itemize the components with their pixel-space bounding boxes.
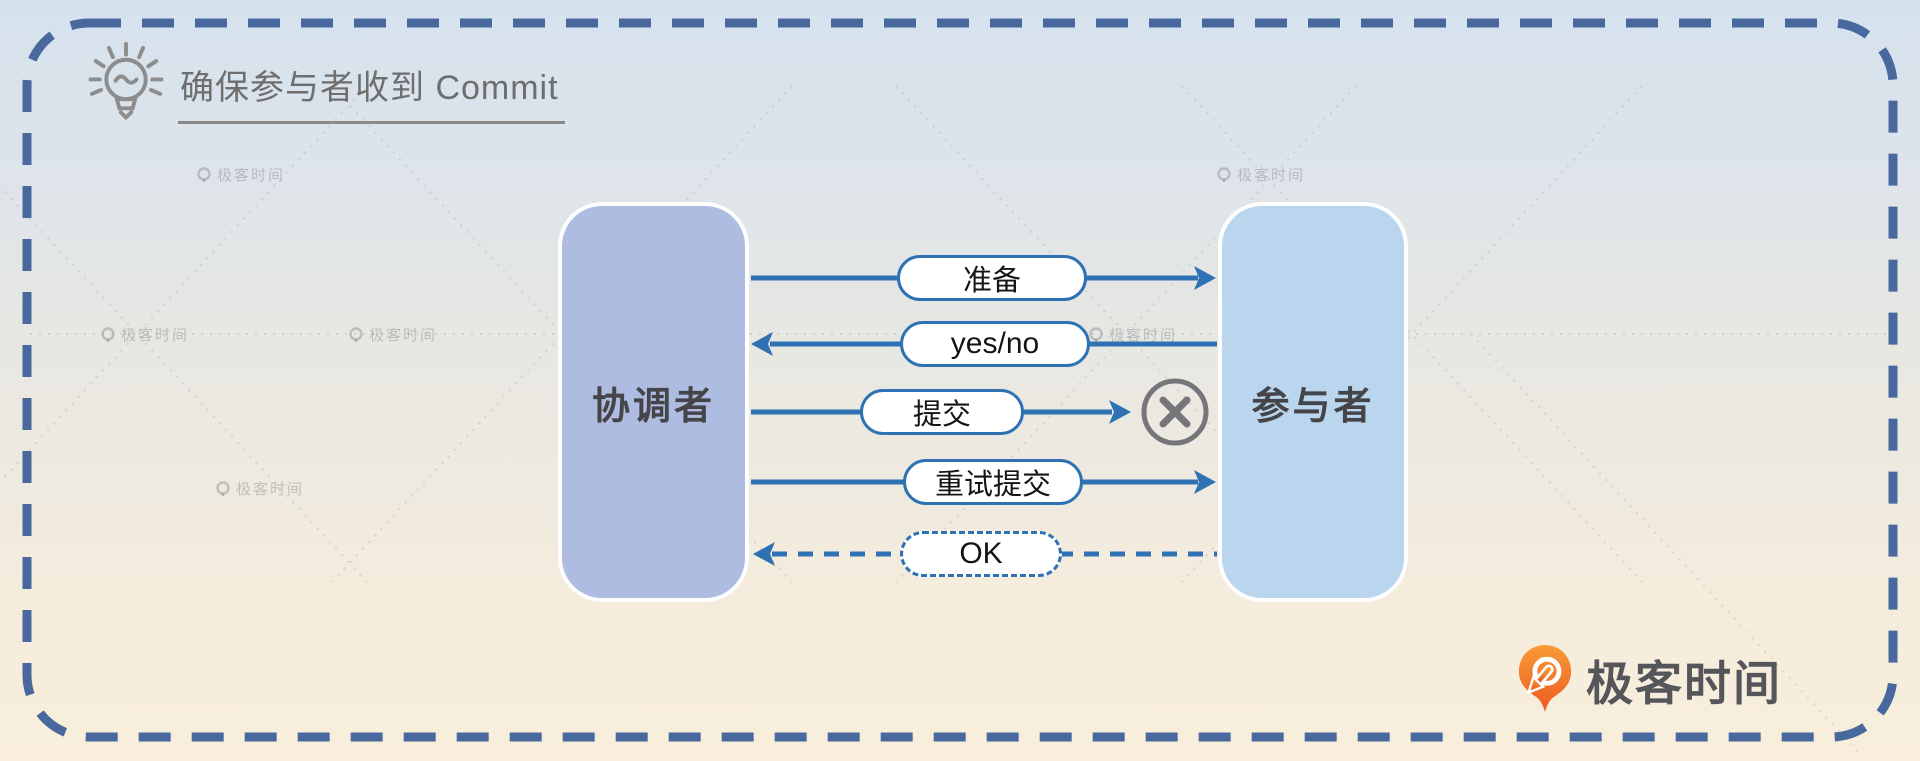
watermark: 极客时间 (1216, 164, 1305, 185)
message-pill-commit: 提交 (860, 389, 1024, 435)
arrowhead-left-icon (751, 332, 773, 356)
arrowhead-left-icon (753, 542, 775, 566)
geektime-pin-icon (101, 326, 115, 342)
x-circle-icon (1141, 378, 1209, 446)
geektime-pin-icon (349, 326, 363, 342)
message-pill-prepare: 准备 (897, 255, 1087, 301)
watermark: 极客时间 (1088, 324, 1177, 345)
message-pill-retry-commit: 重试提交 (903, 459, 1083, 505)
watermark: 极客时间 (100, 324, 189, 345)
arrowhead-right-icon (1109, 400, 1131, 424)
message-pill-ok: OK (900, 531, 1062, 577)
geektime-pin-icon (1089, 326, 1103, 342)
geektime-pin-icon (197, 166, 211, 182)
geektime-logo-icon (1518, 645, 1572, 712)
watermark: 极客时间 (215, 478, 304, 499)
coordinator-box: 协调者 (558, 202, 749, 602)
page-title: 确保参与者收到 Commit (178, 60, 565, 124)
lightbulb-icon (88, 42, 164, 121)
coordinator-label: 协调者 (591, 385, 715, 428)
geektime-pin-icon (1217, 166, 1231, 182)
watermark: 极客时间 (348, 324, 437, 345)
geektime-pin-icon (216, 480, 230, 496)
geektime-logo: 极客时间 (1516, 640, 1782, 718)
participant-label: 参与者 (1251, 385, 1375, 428)
watermark: 极客时间 (196, 164, 285, 185)
geektime-logo-text: 极客时间 (1586, 656, 1782, 710)
message-pill-yes-no: yes/no (900, 321, 1090, 367)
arrowhead-right-icon (1194, 266, 1216, 290)
participant-box: 参与者 (1218, 202, 1408, 602)
arrowhead-right-icon (1194, 470, 1216, 494)
